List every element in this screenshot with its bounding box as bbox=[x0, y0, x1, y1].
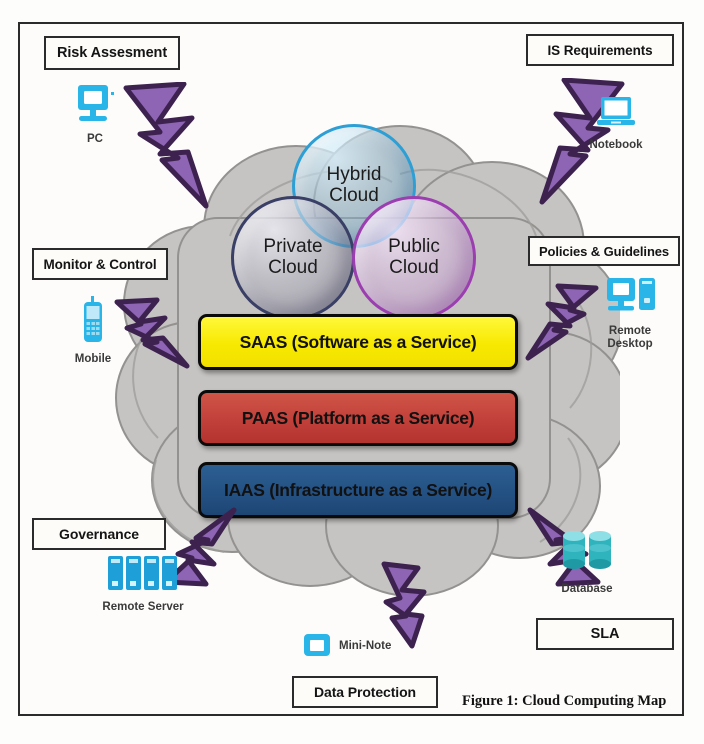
label-box-risk-assesment[interactable]: Risk Assesment bbox=[44, 36, 180, 70]
lightning-bolt-mobile bbox=[105, 296, 195, 379]
device-notebook: Notebook bbox=[578, 94, 654, 152]
desktop-monitor-icon bbox=[78, 85, 114, 121]
lightning-bolt-notebook bbox=[528, 77, 638, 213]
device-remote-desktop: Remote Desktop bbox=[594, 276, 670, 351]
mobile-phone-icon bbox=[84, 296, 102, 342]
device-mini-note-caption: Mini-Note bbox=[339, 639, 392, 652]
device-database: Database bbox=[542, 528, 632, 596]
lightning-bolt-remote-server bbox=[152, 500, 242, 595]
venn-circle-public-cloud: Public Cloud bbox=[352, 196, 476, 320]
label-box-sla[interactable]: SLA bbox=[536, 618, 674, 650]
service-layer-saas: SAAS (Software as a Service) bbox=[198, 314, 518, 370]
label-box-governance[interactable]: Governance bbox=[32, 518, 166, 550]
label-box-monitor-control[interactable]: Monitor & Control bbox=[32, 248, 168, 280]
venn-circle-private-cloud: Private Cloud bbox=[231, 196, 355, 320]
figure-caption: Figure 1: Cloud Computing Map bbox=[462, 693, 667, 709]
server-rack-icon bbox=[108, 556, 177, 590]
device-mini-note: Mini-Note bbox=[302, 632, 432, 660]
device-mobile: Mobile bbox=[62, 296, 124, 366]
venn-private-line2: Cloud bbox=[268, 257, 318, 278]
label-box-policies-guidelines[interactable]: Policies & Guidelines bbox=[528, 236, 680, 266]
venn-hybrid-line2: Cloud bbox=[329, 185, 379, 206]
venn-hybrid-line1: Hybrid bbox=[326, 164, 382, 186]
lightning-bolt-mini-note bbox=[368, 558, 438, 655]
label-box-is-requirements[interactable]: IS Requirements bbox=[526, 34, 674, 66]
remote-desktop-icon bbox=[607, 278, 655, 311]
label-box-data-protection[interactable]: Data Protection bbox=[292, 676, 438, 708]
device-pc-caption: PC bbox=[87, 133, 103, 145]
lightning-bolt-pc bbox=[110, 81, 220, 217]
device-mobile-caption: Mobile bbox=[74, 353, 112, 365]
venn-private-line1: Private bbox=[263, 236, 323, 258]
lightning-bolt-remote-desktop bbox=[520, 282, 610, 373]
device-remote-server-caption: Remote Server bbox=[102, 601, 184, 613]
device-pc: PC bbox=[62, 82, 128, 146]
device-database-caption: Database bbox=[561, 583, 613, 595]
service-layer-paas: PAAS (Platform as a Service) bbox=[198, 390, 518, 446]
laptop-icon bbox=[597, 97, 635, 125]
venn-public-line2: Cloud bbox=[389, 257, 439, 278]
device-notebook-caption: Notebook bbox=[589, 139, 643, 151]
device-remote-server: Remote Server bbox=[88, 554, 198, 614]
device-remote-desktop-caption: Remote Desktop bbox=[607, 325, 653, 350]
database-cylinder-icon bbox=[563, 531, 611, 569]
venn-public-line1: Public bbox=[388, 236, 440, 258]
mini-note-icon bbox=[304, 634, 330, 656]
service-layer-iaas: IAAS (Infrastructure as a Service) bbox=[198, 462, 518, 518]
